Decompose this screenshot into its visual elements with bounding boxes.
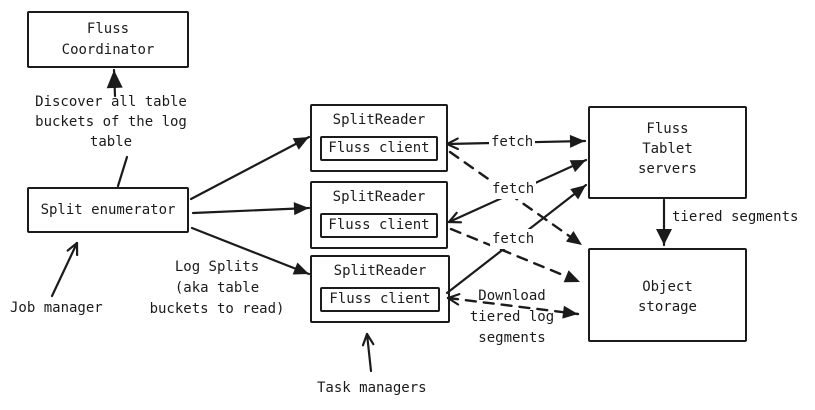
task-managers-label: Task managers [317,380,427,396]
arrow-servers-to-storage [656,198,672,247]
splitreader-title: SplitReader [332,189,426,205]
fetch-label-3: fetch [490,229,537,249]
splitreader-title: SplitReader [332,112,426,128]
arrow-enumerator-to-splitreader-1 [189,135,311,201]
download-label: Download tiered log segments [469,288,555,346]
box-split-enumerator: Split enumerator [27,187,189,233]
box-splitreader-3: SplitReader Fluss client [310,255,450,323]
log-splits-label: Log Splits (aka table buckets to read) [149,259,285,317]
fluss-client-box-3: Fluss client [320,287,440,312]
box-object-storage: Object storage [588,248,747,342]
fluss-client-box-1: Fluss client [320,136,438,161]
job-manager-label: Job manager [10,300,103,316]
connector-enumerator-to-discover-text [116,155,129,188]
box-fluss-tablet-servers: Fluss Tablet servers [588,106,747,199]
tiered-segments-label: tiered segments [672,209,799,225]
splitreader-title: SplitReader [333,263,427,279]
arrow-job-manager-to-enumerator [50,241,79,298]
arrow-enumerator-to-splitreader-2 [191,202,311,216]
box-splitreader-1: SplitReader Fluss client [310,104,448,172]
fluss-client-box-2: Fluss client [320,213,438,238]
fetch-label-1: fetch [489,132,536,152]
box-fluss-coordinator: Fluss Coordinator [27,11,189,68]
box-splitreader-2: SplitReader Fluss client [310,181,448,249]
arrow-task-managers-to-splitreader [361,332,375,373]
fetch-label-2: fetch [490,179,537,199]
discover-label: Discover all table buckets of the log ta… [35,94,187,150]
